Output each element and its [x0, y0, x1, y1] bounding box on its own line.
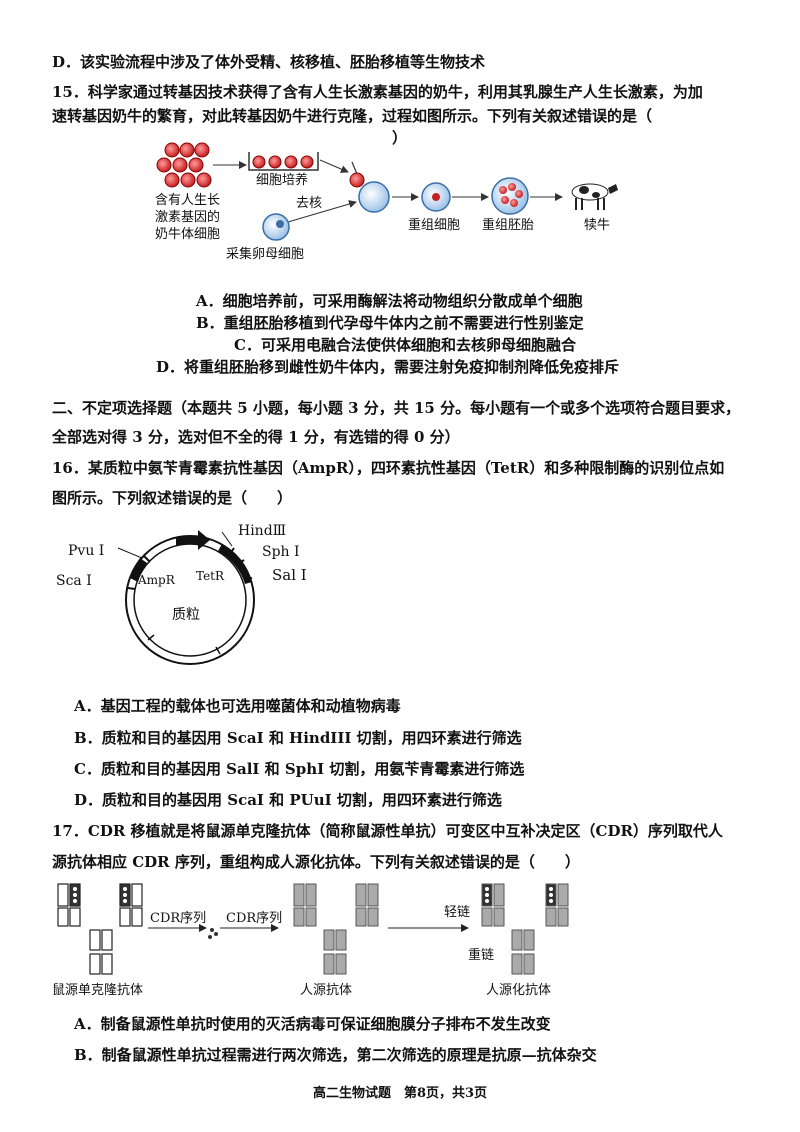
humanized-antibody-label: 人源化抗体: [486, 983, 552, 998]
cloning-diagram: [156, 142, 618, 241]
q16-option-b: B．质粒和目的基因用 ScaI 和 HindIII 切割，用四环素进行筛选: [74, 729, 522, 747]
q15-stem-line2: 速转基因奶牛的繁育，对此转基因奶牛进行克隆，过程如图所示。下列有关叙述错误的是（: [52, 107, 653, 125]
q14-option-d: D．该实验流程中涉及了体外受精、核移植、胚胎移植等生物技术: [52, 53, 486, 71]
q16-stem-line2: 图所示。下列叙述错误的是（ ）: [52, 489, 293, 507]
section2-line2: 全部选对得 3 分，选对但不全的得 1 分，有选错的得 0 分）: [52, 428, 460, 446]
q15-option-c: C．可采用电融合法使供体细胞和去核卵母细胞融合: [234, 336, 576, 354]
sca-label: Sca I: [56, 573, 92, 589]
q17-stem-line1: 17．CDR 移植就是将鼠源单克隆抗体（简称鼠源性单抗）可变区中互补决定区（CD…: [52, 822, 723, 840]
q15-stem-line1: 15．科学家通过转基因技术获得了含有人生长激素基因的奶牛，利用其乳腺生产人生长激…: [52, 83, 703, 101]
q15-stem-close: ）: [392, 129, 408, 147]
sph-label: Sph I: [262, 544, 300, 560]
q16-stem-line1: 16．某质粒中氨苄青霉素抗性基因（AmpR），四环素抗性基因（TetR）和多种限…: [52, 459, 725, 477]
donor-cell-cluster: [156, 142, 212, 188]
cdr-label-2: CDR序列: [226, 911, 283, 926]
q17-option-b: B．制备鼠源性单抗过程需进行两次筛选，第二次筛选的原理是抗原—抗体杂交: [74, 1046, 597, 1064]
q15-option-b: B．重组胚胎移植到代孕母牛体内之前不需要进行性别鉴定: [196, 314, 584, 332]
q15-option-a: A．细胞培养前，可采用酶解法将动物组织分散成单个细胞: [196, 292, 583, 310]
culture-label: 细胞培养: [256, 173, 309, 188]
section2-line1: 二、不定项选择题（本题共 5 小题，每小题 3 分，共 15 分。每小题有一个或…: [52, 399, 741, 417]
q15-option-d: D．将重组胚胎移到雌性奶牛体内，需要注射免疫抑制剂降低免疫排斥: [156, 358, 620, 376]
calf-label: 犊牛: [584, 218, 611, 233]
tet-label: TetR: [196, 569, 225, 583]
heavy-chain-label: 重链: [468, 948, 495, 963]
mouse-antibody-label: 鼠源单克隆抗体: [52, 983, 144, 998]
pvu-label: Pvu I: [68, 543, 105, 559]
calf-icon: [571, 183, 618, 210]
antibody-diagram: [57, 883, 569, 975]
recombinant-embryo-label: 重组胚胎: [482, 218, 535, 233]
hind-label: HindⅢ: [238, 523, 287, 539]
enucleate-label: 去核: [296, 196, 323, 211]
human-antibody-label: 人源抗体: [300, 983, 353, 998]
sal-label: Sal I: [272, 566, 307, 584]
oocyte-label: 采集卵母细胞: [226, 247, 305, 262]
q16-option-c: C．质粒和目的基因用 SalI 和 SphI 切割，用氨苄青霉素进行筛选: [74, 760, 525, 778]
q17-stem-line2: 源抗体相应 CDR 序列，重组构成人源化抗体。下列有关叙述错误的是（ ）: [52, 853, 580, 871]
plasmid-diagram: [117, 530, 255, 665]
q16-option-a: A．基因工程的载体也可选用噬菌体和动植物病毒: [74, 697, 401, 715]
page-footer: 高二生物试题 第8页，共3页: [312, 1086, 488, 1101]
q17-option-a: A．制备鼠源性单抗时使用的灭活病毒可保证细胞膜分子排布不发生改变: [74, 1015, 551, 1033]
q16-option-d: D．质粒和目的基因用 ScaI 和 PUuI 切割，用四环素进行筛选: [74, 791, 502, 809]
amp-label: AmpR: [138, 573, 175, 587]
plasmid-label: 质粒: [172, 607, 200, 623]
culture-dish: [248, 152, 319, 171]
light-chain-label: 轻链: [444, 905, 471, 920]
cdr-label-1: CDR序列: [150, 911, 207, 926]
donor-cell-label: 含有人生长 激素基因的 奶牛体细胞: [155, 193, 221, 242]
recombinant-cell-label: 重组细胞: [408, 218, 461, 233]
